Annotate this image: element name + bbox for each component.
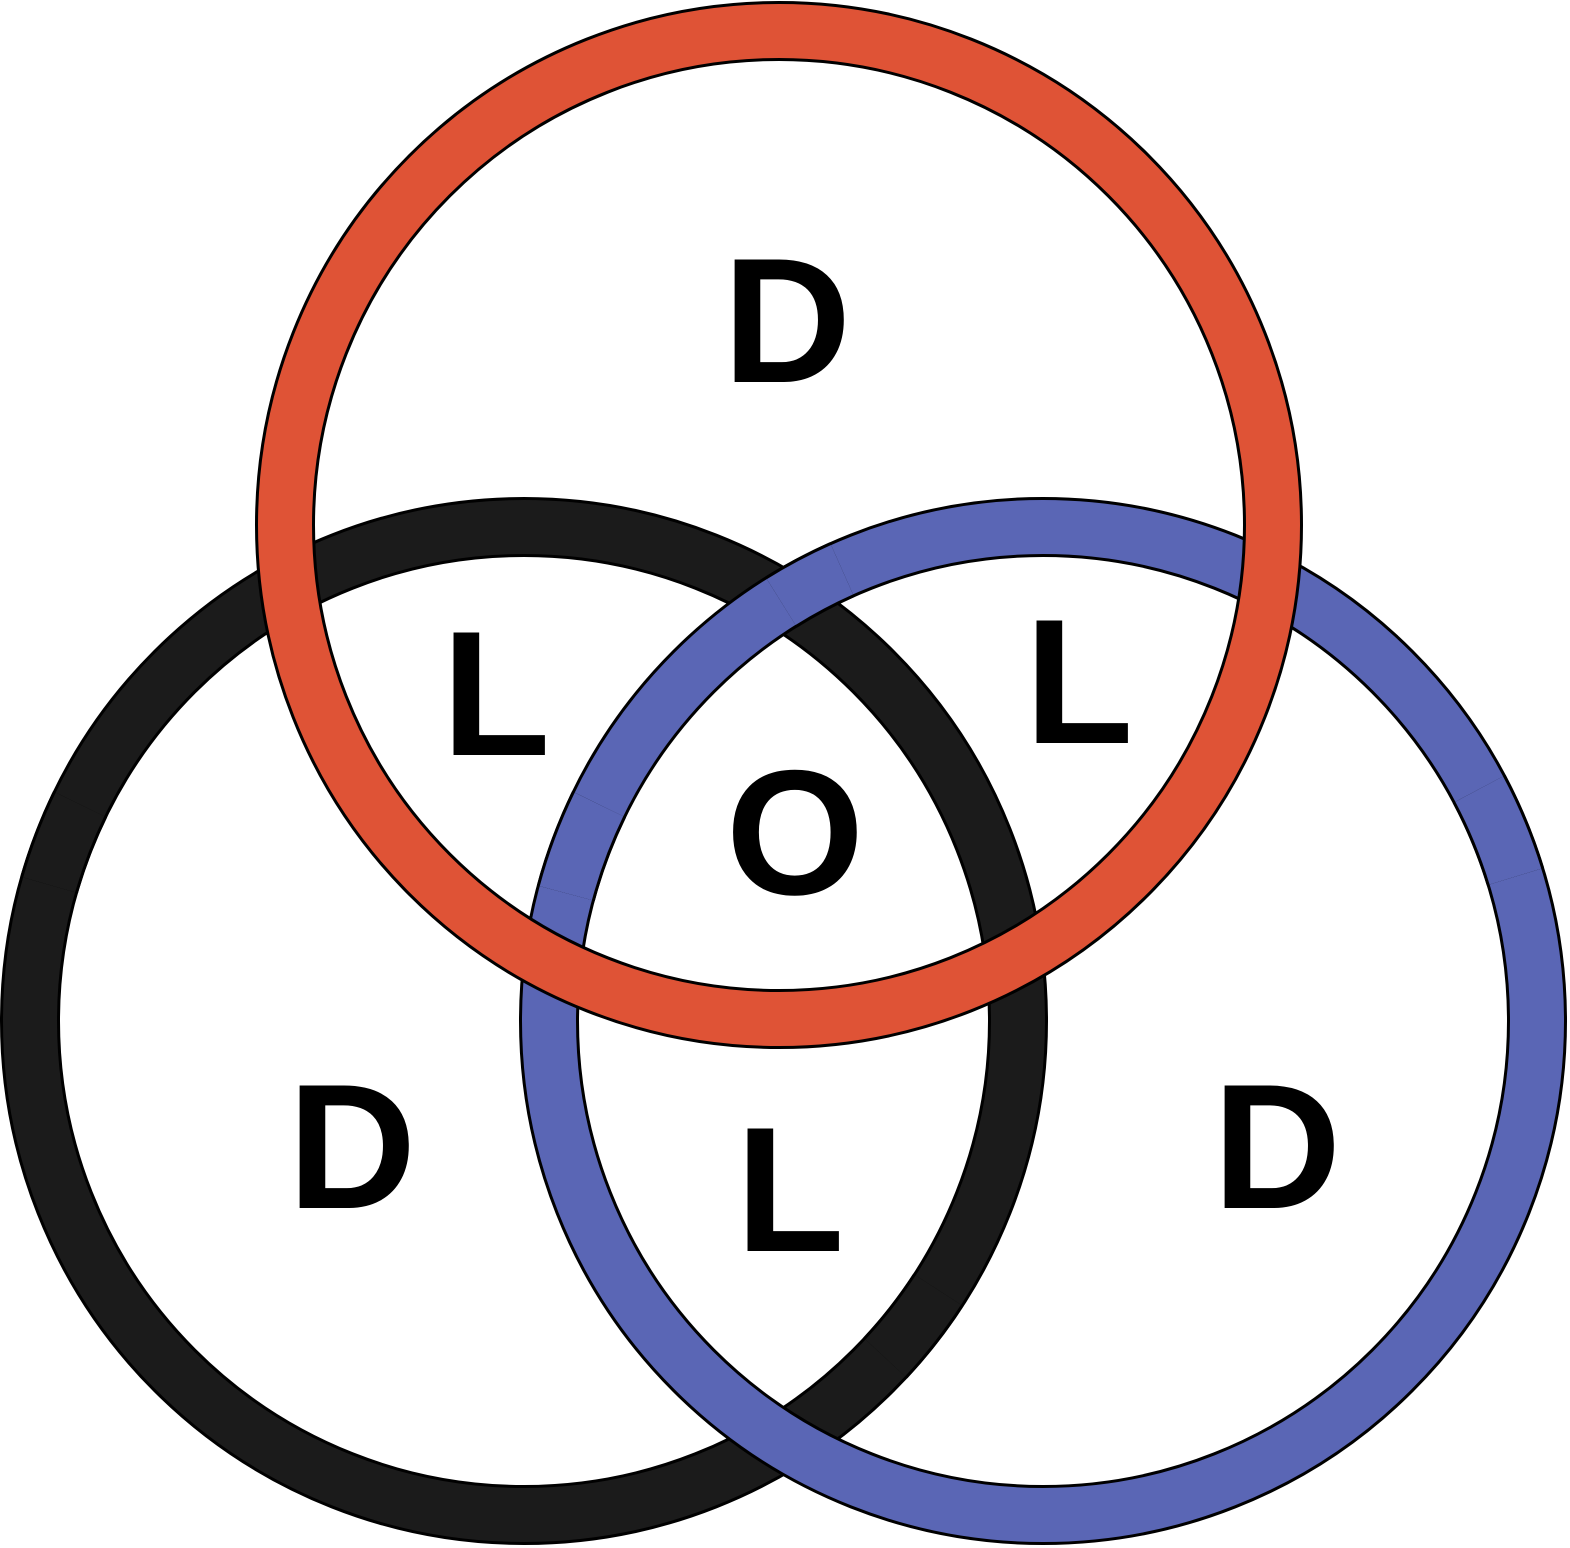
right-ring-crossing [536, 791, 627, 902]
label-left-only: D [288, 1047, 417, 1246]
left-ring-crossing [20, 791, 108, 894]
right-ring [519, 497, 1567, 1545]
label-left-right: L [736, 1090, 845, 1289]
label-top-only: D [723, 221, 852, 420]
region-labels: D L L O D L D [288, 221, 1342, 1289]
left-ring [0, 497, 1048, 1545]
right-ring-crossing [765, 542, 855, 628]
top-ring [255, 1, 1303, 1049]
label-top-right: L [1025, 582, 1134, 781]
label-center: O [726, 733, 864, 932]
label-right-only: D [1213, 1047, 1342, 1246]
right-ring-crossing [1452, 775, 1545, 886]
left-ring-crossing [863, 1273, 964, 1379]
label-top-left: L [442, 594, 551, 793]
